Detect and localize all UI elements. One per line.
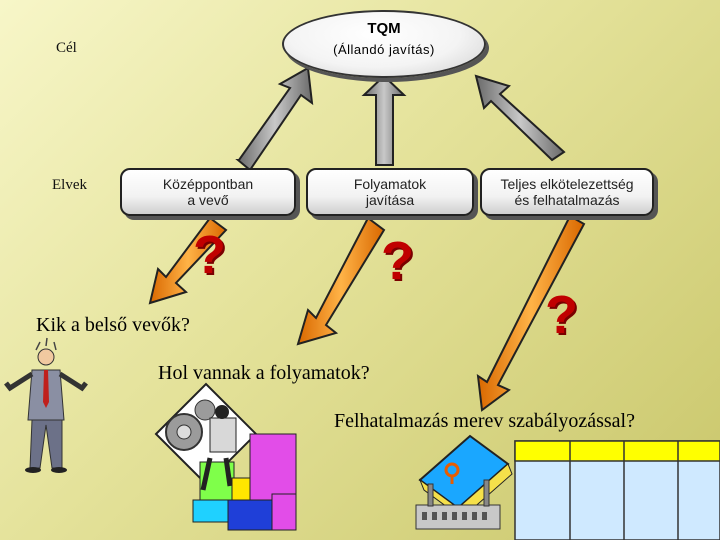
question-empowerment-rules: Felhatalmazás merev szabályozással? <box>334 410 635 432</box>
tqm-goal-oval: TQM (Állandó javítás) <box>282 10 486 78</box>
down-arrow-center <box>296 216 386 346</box>
goal-row-label: Cél <box>56 40 77 56</box>
principle-box-customer-focus: Középpontban a vevő <box>120 168 296 216</box>
principle-line2: a vevő <box>187 192 229 208</box>
businessman-icon <box>4 337 88 473</box>
down-arrow-right <box>476 214 586 412</box>
question-where-processes: Hol vannak a folyamatok? <box>158 362 370 384</box>
down-arrow-left <box>148 216 228 305</box>
question-internal-customers: Kik a belső vevők? <box>36 314 190 336</box>
principle-box-total-commitment: Teljes elkötelezettség és felhatalmazás <box>480 168 654 216</box>
empty-table-icon <box>514 440 720 540</box>
question-mark-2: ? <box>381 231 414 291</box>
principle-line1: Középpontban <box>162 176 254 192</box>
question-mark-1: ? <box>193 225 226 285</box>
principle-line2: és felhatalmazás <box>514 192 620 208</box>
puzzle-worker-icon <box>154 382 297 531</box>
tqm-title: TQM <box>367 20 401 37</box>
up-arrow-center <box>361 74 407 166</box>
principle-line1: Teljes elkötelezettség <box>500 176 634 192</box>
principle-box-process-improvement: Folyamatok javítása <box>306 168 474 216</box>
rulebook-factory-icon <box>415 434 513 530</box>
question-mark-3: ? <box>545 285 578 345</box>
principle-line2: javítása <box>365 192 415 208</box>
tqm-subtitle: (Állandó javítás) <box>333 42 435 57</box>
up-arrow-left <box>235 66 314 172</box>
principle-line1: Folyamatok <box>353 176 427 192</box>
up-arrow-right <box>474 74 566 162</box>
principles-row-label: Elvek <box>52 177 87 193</box>
